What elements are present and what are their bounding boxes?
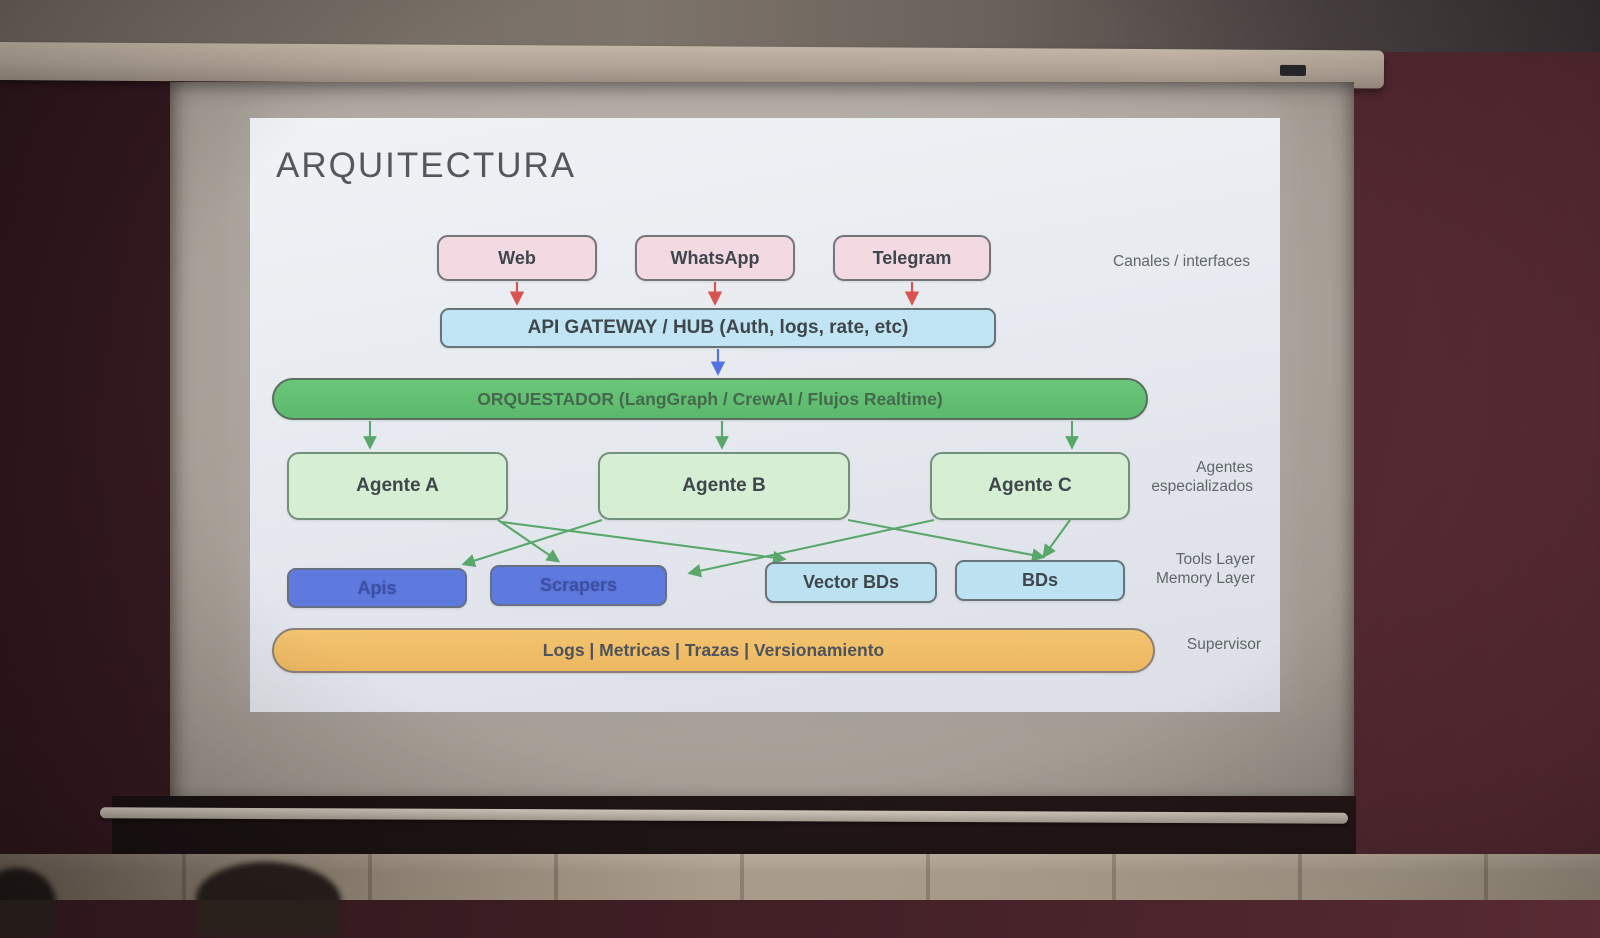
projector-screen: ARQUITECTURA Web WhatsApp Telegram xyxy=(170,82,1354,798)
node-api-gateway: API GATEWAY / HUB (Auth, logs, rate, etc… xyxy=(440,308,996,348)
edge-agente-b-to-apis xyxy=(461,518,603,568)
node-supervisor-bar: Logs | Metricas | Trazas | Versionamient… xyxy=(272,628,1155,673)
label-canales-interfaces: Canales / interfaces xyxy=(1113,253,1250,270)
node-agente-a: Agente A xyxy=(287,452,508,520)
node-telegram: Telegram xyxy=(833,235,991,281)
label-tools-line2: Memory Layer xyxy=(1155,569,1255,587)
node-supervisor-bar-label: Logs | Metricas | Trazas | Versionamient… xyxy=(542,640,885,660)
node-web-label: Web xyxy=(498,247,536,268)
label-agentes-line2: especializados xyxy=(1151,477,1253,495)
edge-agente-a-to-scrapers xyxy=(497,519,561,563)
node-agente-c: Agente C xyxy=(930,452,1130,520)
node-vector-bds: Vector BDs xyxy=(765,562,937,603)
node-whatsapp: WhatsApp xyxy=(635,235,795,281)
node-scrapers-label: Scrapers xyxy=(539,575,618,595)
screen-bottom-band xyxy=(112,796,1356,856)
node-telegram-label: Telegram xyxy=(872,247,952,268)
node-orchestrator: ORQUESTADOR (LangGraph / CrewAI / Flujos… xyxy=(272,378,1148,420)
label-tools-line1: Tools Layer xyxy=(1175,551,1255,568)
node-vector-bds-label: Vector BDs xyxy=(802,572,900,592)
label-agentes-especializados: Agentes especializados xyxy=(1151,459,1253,497)
node-web: Web xyxy=(437,235,597,281)
node-scrapers: Scrapers xyxy=(490,565,667,606)
casing-sensor xyxy=(1279,64,1306,77)
edge-agente-a-to-vector-bds xyxy=(501,520,787,565)
node-bds: BDs xyxy=(955,560,1125,601)
slide-title: ARQUITECTURA xyxy=(276,146,577,185)
node-apis: Apis xyxy=(287,568,467,608)
label-tools-memory-layer: Tools Layer Memory Layer xyxy=(1156,551,1255,589)
node-agente-a-label: Agente A xyxy=(356,475,439,496)
edge-agente-b-to-bds xyxy=(847,518,1046,562)
label-supervisor: Supervisor xyxy=(1186,636,1261,653)
node-agente-b: Agente B xyxy=(598,452,850,520)
node-agente-b-label: Agente B xyxy=(682,475,766,496)
node-apis-label: Apis xyxy=(357,577,397,598)
node-whatsapp-label: WhatsApp xyxy=(670,247,760,268)
edge-agente-c-to-bds xyxy=(1042,519,1071,559)
node-agente-c-label: Agente C xyxy=(988,475,1072,496)
node-bds-label: BDs xyxy=(1021,570,1058,590)
node-orchestrator-label: ORQUESTADOR (LangGraph / CrewAI / Flujos… xyxy=(477,388,943,409)
label-agentes-line1: Agentes xyxy=(1196,459,1253,476)
node-api-gateway-label: API GATEWAY / HUB (Auth, logs, rate, etc… xyxy=(527,317,909,338)
slide: ARQUITECTURA Web WhatsApp Telegram xyxy=(250,118,1280,712)
